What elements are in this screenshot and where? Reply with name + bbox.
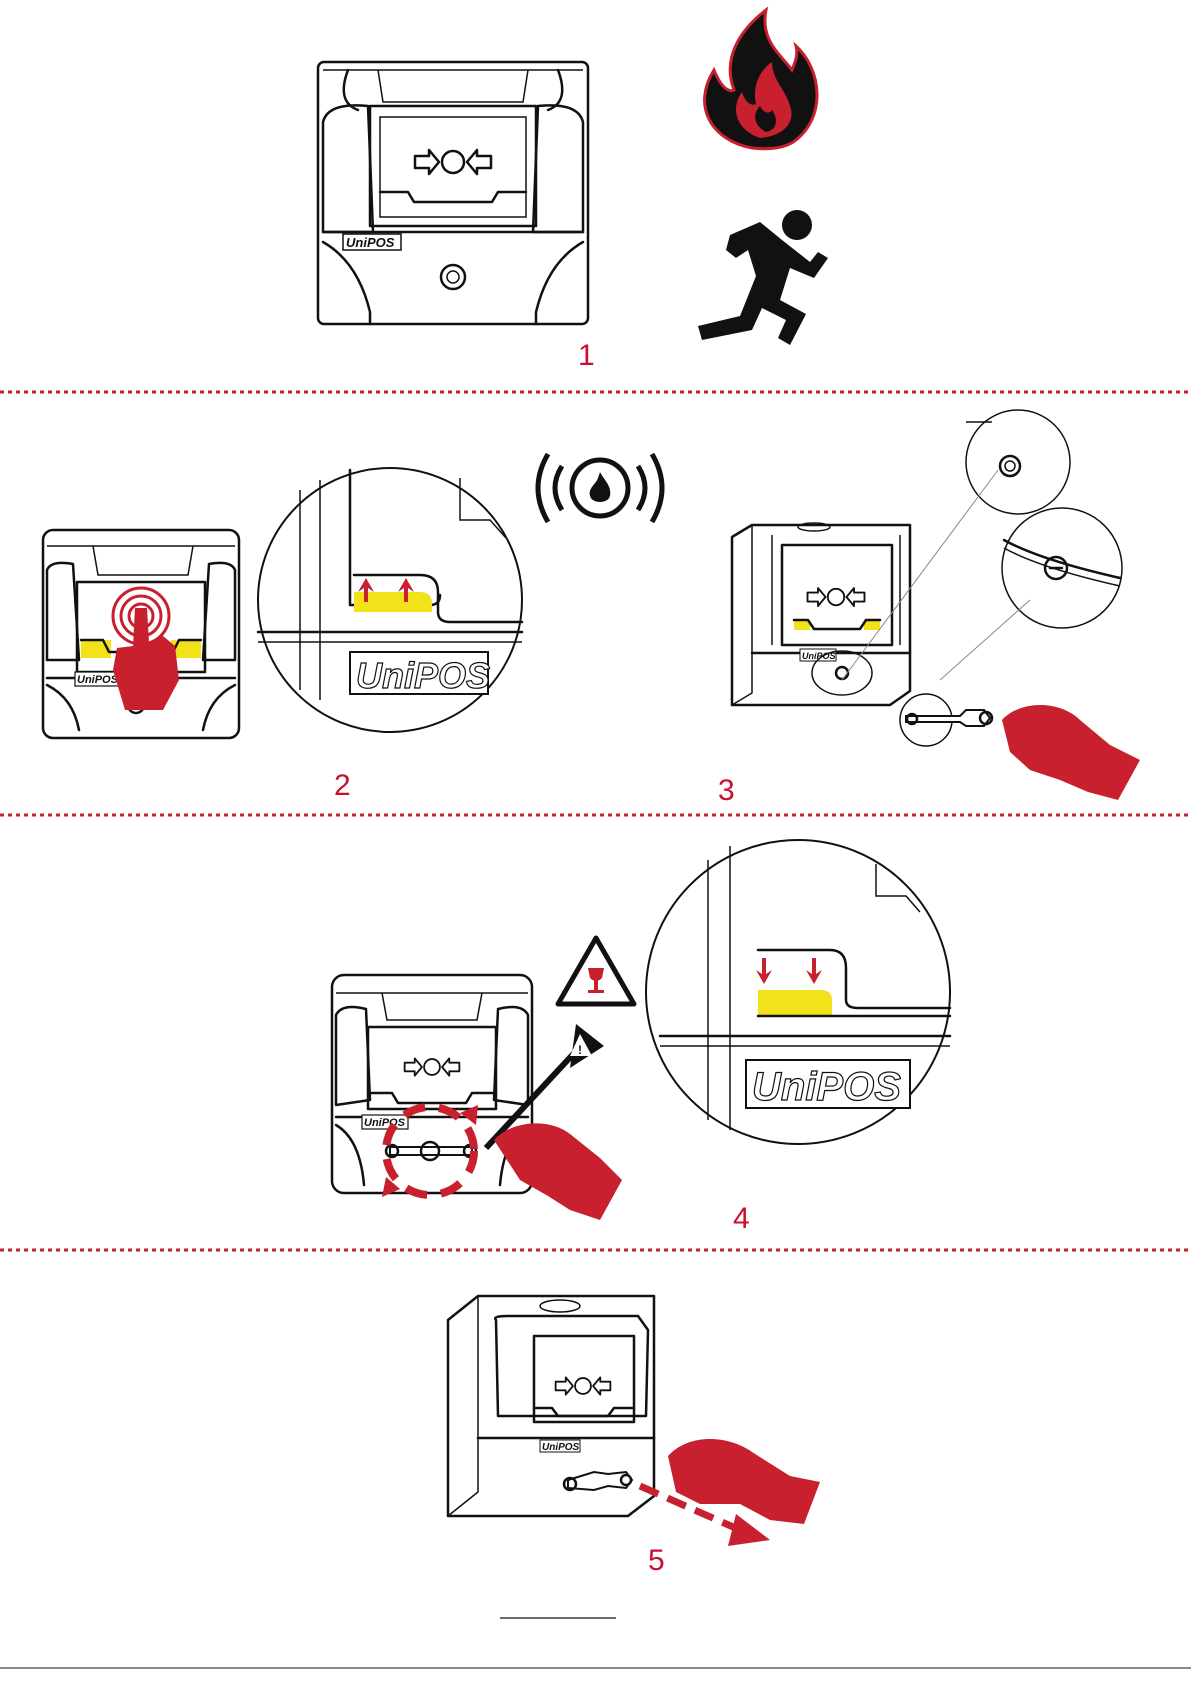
step-5-panel: UniPOS 5 — [448, 1296, 820, 1577]
call-point-key-removal: UniPOS — [448, 1296, 654, 1516]
step-number-2: 2 — [334, 769, 350, 802]
call-point-side-view: UniPOS — [732, 523, 910, 705]
call-point-device: UniPOS — [318, 62, 588, 324]
zoom-key-inserted — [940, 508, 1122, 680]
detail-zoom-raised: UniPOS — [258, 468, 522, 732]
step-number-4: 4 — [733, 1202, 749, 1235]
brand-label: UniPOS — [77, 674, 119, 686]
turn-hand-icon — [494, 1123, 622, 1220]
key-in-lock-icon — [386, 1142, 476, 1160]
fragile-glass-warning-icon — [558, 938, 634, 1004]
hand-holding-key-icon — [1002, 705, 1140, 800]
step-3-panel: UniPOS 3 — [718, 410, 1140, 807]
pull-hand-icon — [668, 1439, 820, 1524]
step-number-3: 3 — [718, 774, 734, 807]
step-1-panel: UniPOS 1 — [318, 10, 828, 372]
brand-label: UniPOS — [542, 1442, 580, 1453]
step-2-panel: UniPOS UniPOS — [43, 454, 662, 802]
detail-zoom-lowered: UniPOS — [646, 840, 950, 1144]
key-icon — [564, 1472, 632, 1490]
brand-label-large: UniPOS — [356, 655, 490, 696]
call-point-reset: UniPOS — [332, 975, 532, 1197]
push-symbol-icon — [415, 150, 491, 174]
step-number-5: 5 — [648, 1544, 664, 1577]
press-hand-icon — [113, 588, 179, 710]
brand-label: UniPOS — [346, 235, 395, 250]
call-point-activated: UniPOS — [43, 530, 239, 738]
brand-label-large: UniPOS — [752, 1065, 901, 1109]
step-4-panel: UniPOS ! — [332, 840, 950, 1235]
step-number-1: 1 — [578, 339, 594, 372]
svg-text:!: ! — [578, 1043, 582, 1057]
running-person-icon — [698, 210, 828, 345]
fire-alarm-icon — [538, 454, 662, 522]
key-icon — [900, 694, 992, 746]
key-hole-icon — [441, 265, 465, 289]
fire-icon — [705, 10, 817, 149]
brand-label: UniPOS — [364, 1117, 406, 1129]
